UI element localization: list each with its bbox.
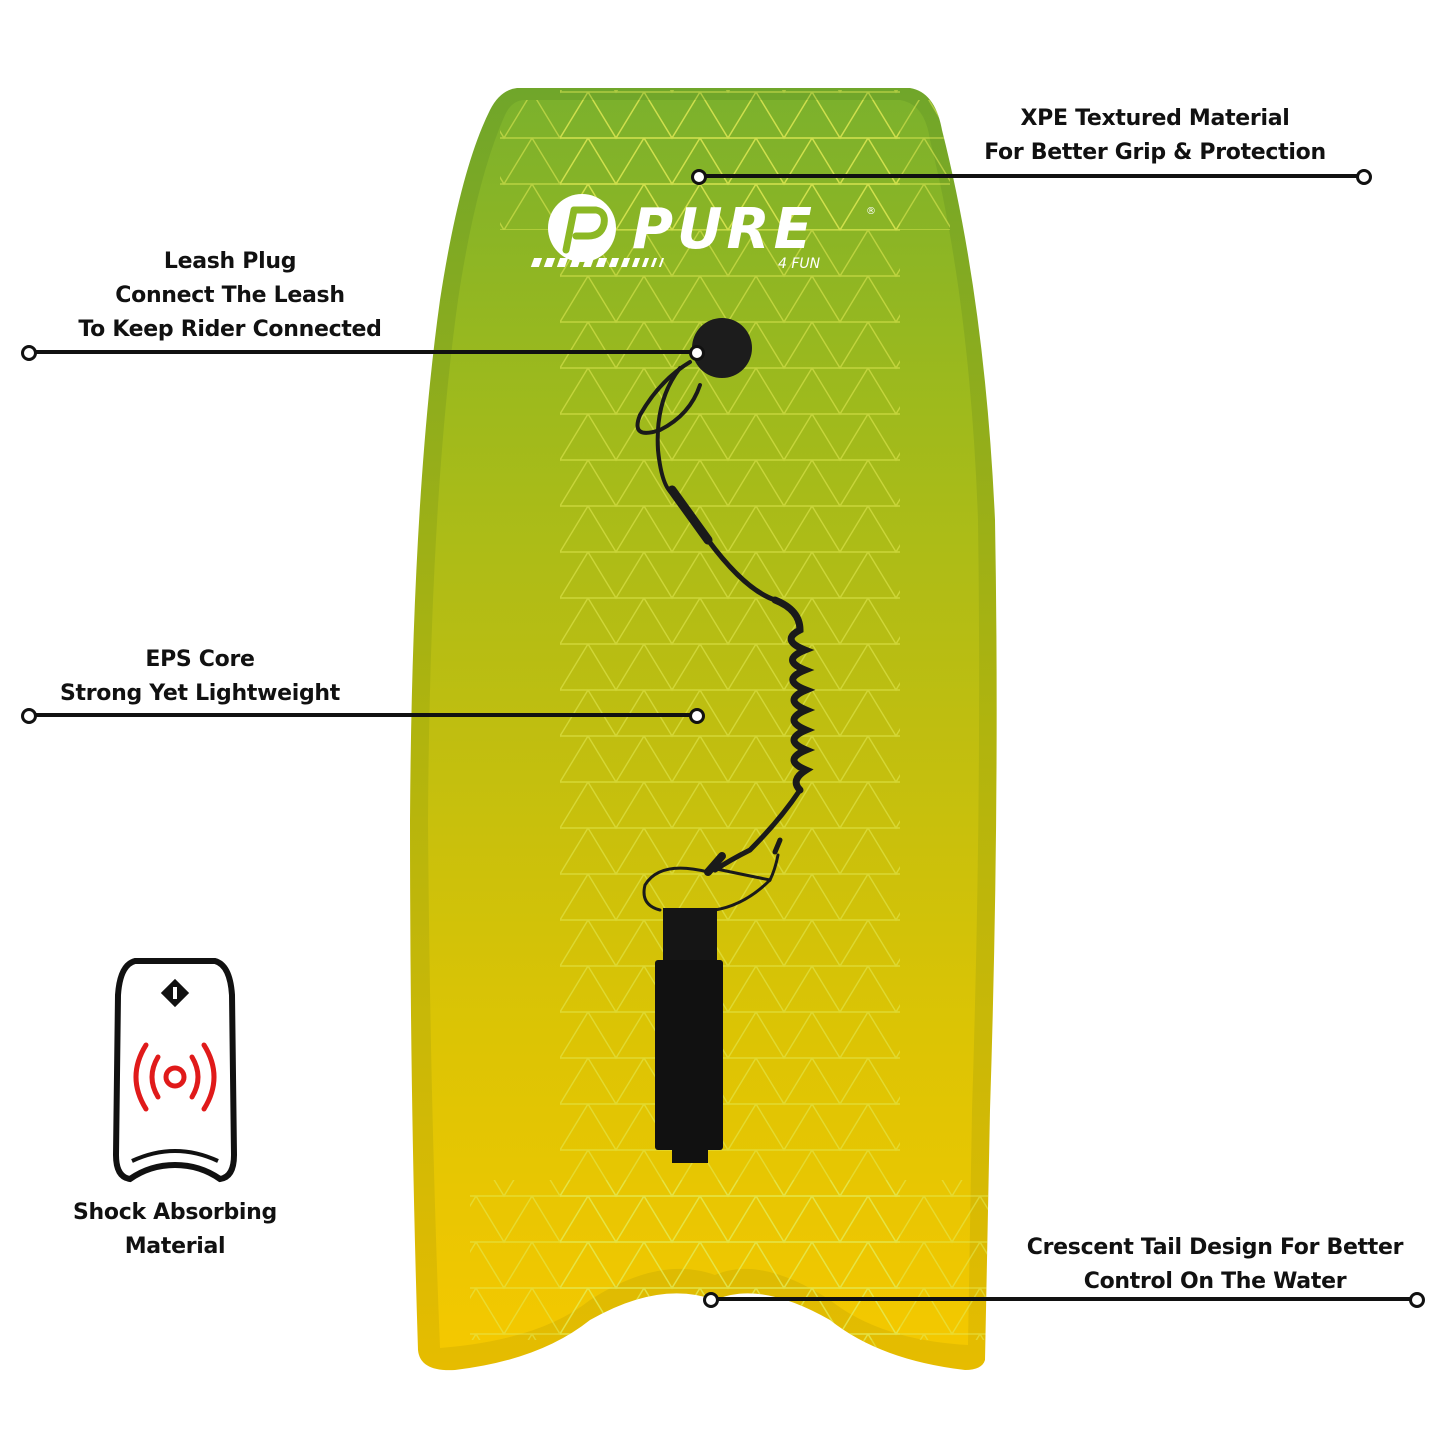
callout-crescent-tail-leader: [712, 1297, 1416, 1301]
callout-leash-plug-line2: Connect The Leash: [115, 283, 345, 308]
callout-crescent-tail-line1: Crescent Tail Design For Better: [1026, 1235, 1404, 1260]
callout-leash-plug-line3: To Keep Rider Connected: [78, 317, 382, 342]
shock-absorbing-line1: Shock Absorbing: [73, 1200, 277, 1225]
svg-text:®: ®: [866, 206, 876, 217]
callout-eps-core-line1: EPS Core: [145, 647, 255, 672]
callout-xpe-leader: [700, 174, 1362, 178]
callout-eps-core-end-dot: [21, 708, 37, 724]
callout-eps-core-text: EPS Core Strong Yet Lightweight: [30, 643, 370, 711]
svg-text:4 FUN: 4 FUN: [778, 256, 821, 272]
brand-logo: PURE ® 4 FUN: [530, 194, 876, 272]
callout-eps-core-anchor-dot: [689, 708, 705, 724]
callout-crescent-tail-text: Crescent Tail Design For Better Control …: [1010, 1231, 1420, 1299]
callout-xpe-line2: For Better Grip & Protection: [984, 140, 1326, 165]
callout-leash-plug-text: Leash Plug Connect The Leash To Keep Rid…: [50, 245, 410, 347]
shock-absorbing-caption: Shock Absorbing Material: [40, 1196, 310, 1264]
callout-leash-plug-end-dot: [21, 345, 37, 361]
shock-absorbing-line2: Material: [124, 1234, 226, 1259]
callout-eps-core-leader: [30, 713, 696, 717]
bodyboard-vibration-icon: [112, 958, 238, 1183]
callout-xpe-line1: XPE Textured Material: [1020, 106, 1290, 131]
callout-leash-plug-anchor-dot: [689, 345, 705, 361]
callout-crescent-tail-end-dot: [1409, 1292, 1425, 1308]
callout-eps-core-line2: Strong Yet Lightweight: [59, 681, 340, 706]
ankle-cuff: [655, 908, 723, 1163]
callout-crescent-tail-line2: Control On The Water: [1083, 1269, 1347, 1294]
leash-cord: [635, 360, 816, 912]
callout-xpe-text: XPE Textured Material For Better Grip & …: [980, 102, 1330, 170]
callout-leash-plug-leader: [30, 350, 692, 354]
callout-xpe-anchor-dot: [691, 169, 707, 185]
leash-plug: [692, 318, 752, 378]
callout-xpe-end-dot: [1356, 169, 1372, 185]
svg-text:PURE: PURE: [632, 197, 816, 262]
callout-leash-plug-line1: Leash Plug: [163, 249, 297, 274]
callout-crescent-tail-anchor-dot: [703, 1292, 719, 1308]
